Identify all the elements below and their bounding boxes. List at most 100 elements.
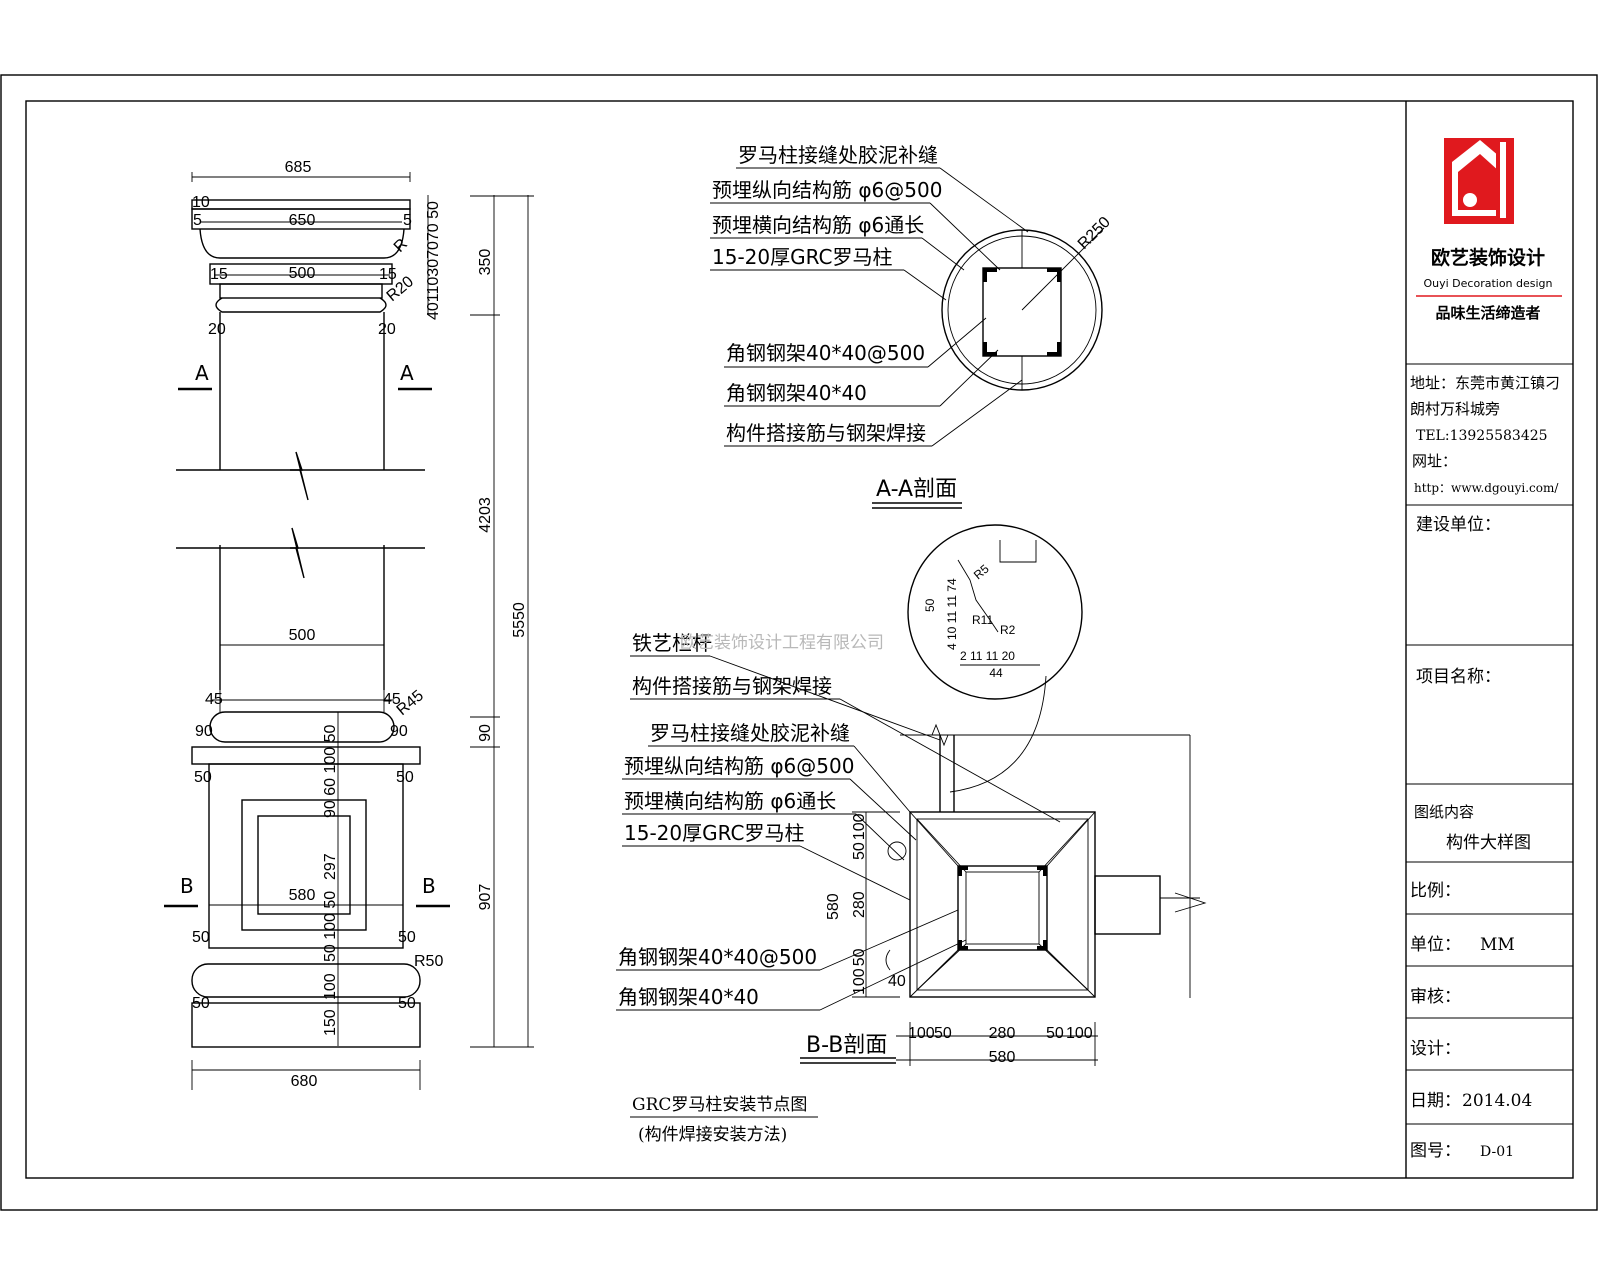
section-b-b: 50 4 10 11 11 74 R5 R11 R2 2 11 11 20 44 — [616, 524, 1207, 1066]
bb-label-5: 预埋横向结构筋 φ6通长 — [624, 789, 836, 813]
bb-label-2: 构件搭接筋与钢架焊接 — [632, 674, 832, 698]
outer-border — [0, 74, 1598, 1211]
detail-44: 44 — [989, 666, 1003, 680]
dim-5b: 5 — [403, 212, 412, 229]
section-b-right: B — [422, 874, 436, 898]
project-label: 项目名称： — [1416, 667, 1501, 687]
content-value: 构件大样图 — [1446, 833, 1531, 853]
sheet-label: 图号： — [1410, 1141, 1461, 1161]
dim-50a: 50 — [194, 769, 212, 786]
unit-label: 单位： — [1410, 935, 1461, 955]
dim-5550: 5550 — [511, 602, 528, 638]
bb-dim-40: 40 — [888, 973, 906, 990]
bb-dim-280v: 280 — [851, 891, 868, 918]
dim-680: 680 — [291, 1073, 318, 1090]
dim-5a: 5 — [193, 212, 202, 229]
company-logo — [1444, 138, 1514, 224]
dim-4203: 4203 — [477, 497, 494, 533]
website-label: 网址： — [1412, 452, 1457, 470]
section-a-right: A — [400, 361, 414, 385]
bb-dim-580h: 580 — [989, 1049, 1016, 1066]
section-b-left: B — [180, 874, 194, 898]
aa-label-7: 构件搭接筋与钢架焊接 — [726, 421, 926, 445]
dim-15b: 15 — [379, 266, 397, 283]
dim-45b: 45 — [383, 691, 401, 708]
aa-label-2: 预埋纵向结构筋 φ6@500 — [712, 178, 942, 202]
unit-value: MM — [1480, 935, 1515, 955]
bb-label-4: 预埋纵向结构筋 φ6@500 — [624, 754, 854, 778]
watermark: 欧艺装饰设计工程有限公司 — [680, 633, 884, 653]
website-url: http：www.dgouyi.com/ — [1414, 481, 1559, 495]
dim-580-base: 580 — [289, 887, 316, 904]
aa-label-1: 罗马柱接缝处胶泥补缝 — [738, 143, 938, 167]
radius-r250: R250 — [1075, 214, 1114, 253]
dim-45a: 45 — [205, 691, 223, 708]
dim-15a: 15 — [210, 266, 228, 283]
sheet-number: D-01 — [1480, 1144, 1514, 1160]
aa-title: A-A剖面 — [876, 477, 957, 502]
radius-r50: R50 — [414, 953, 443, 970]
aa-label-4: 15-20厚GRC罗马柱 — [712, 245, 892, 269]
dim-20b: 20 — [378, 321, 396, 338]
bb-dim-280h: 280 — [989, 1025, 1016, 1042]
bb-label-7: 角钢钢架40*40@500 — [618, 945, 817, 969]
dim-stack-base-mid: 50 100 50 — [322, 891, 339, 962]
dim-150: 150 — [322, 1009, 339, 1036]
radius-r: R — [391, 236, 411, 256]
dim-650: 650 — [289, 212, 316, 229]
section-a-a: R250 罗马柱接缝处胶泥补缝 预埋纵向结构筋 φ6@500 预埋横向结构筋 φ… — [710, 143, 1114, 509]
caption-line-1: GRC罗马柱安装节点图 — [632, 1095, 807, 1115]
bb-dim-580v: 580 — [825, 893, 842, 920]
inner-border — [25, 100, 1574, 1179]
column-elevation: 685 650 10 5 5 500 15 15 20 20 R R20 401… — [164, 159, 534, 1090]
bb-title: B-B剖面 — [806, 1033, 887, 1058]
aa-label-5: 角钢钢架40*40@500 — [726, 341, 925, 365]
design-label: 设计： — [1410, 1039, 1461, 1059]
dim-90-right: 90 — [477, 724, 494, 742]
address-line-2: 朗村万科城旁 — [1410, 400, 1500, 418]
detail-row: 2 11 11 20 — [960, 649, 1015, 663]
bb-dim-100a: 100 — [908, 1025, 935, 1042]
dim-stack-base-top: 90 60 100 50 — [322, 724, 339, 818]
address-line-1: 地址：东莞市黄江镇刁 — [1410, 374, 1560, 392]
scale-label: 比例： — [1410, 881, 1461, 901]
title-block: 欧艺装饰设计 Ouyi Decoration design 品味生活缔造者 地址… — [1405, 101, 1573, 1178]
dim-500-top: 500 — [289, 265, 316, 282]
date-label: 日期： — [1410, 1091, 1461, 1111]
bb-label-1: 铁艺栏杆 — [632, 631, 712, 655]
content-label: 图纸内容 — [1414, 803, 1474, 821]
dim-stack-top: 40110307070 50 — [425, 201, 442, 320]
detail-50: 50 — [923, 598, 937, 612]
section-a-left: A — [195, 361, 209, 385]
bb-dim-100b: 100 — [1066, 1025, 1093, 1042]
dim-350: 350 — [477, 249, 494, 276]
aa-label-6: 角钢钢架40*40 — [726, 381, 867, 405]
dim-685: 685 — [285, 159, 312, 176]
company-name: 欧艺装饰设计 — [1431, 246, 1545, 269]
dim-100-base: 100 — [322, 973, 339, 1000]
detail-r2: R2 — [1000, 623, 1016, 637]
aa-label-3: 预埋横向结构筋 φ6通长 — [712, 213, 924, 237]
dim-90a: 90 — [195, 723, 213, 740]
dim-500-shaft: 500 — [289, 627, 316, 644]
bb-label-3: 罗马柱接缝处胶泥补缝 — [650, 721, 850, 745]
dim-907: 907 — [477, 884, 494, 911]
date-value: 2014.04 — [1462, 1091, 1532, 1111]
review-label: 审核： — [1410, 987, 1461, 1007]
dim-20a: 20 — [208, 321, 226, 338]
detail-r5: R5 — [971, 562, 992, 583]
detail-stack: 4 10 11 11 74 — [945, 578, 959, 650]
bb-dim-100-50: 10050 — [851, 948, 868, 995]
dim-50b: 50 — [396, 769, 414, 786]
bb-dim-50a: 50 — [934, 1025, 952, 1042]
company-slogan: 品味生活缔造者 — [1435, 304, 1540, 322]
detail-r11: R11 — [972, 613, 993, 627]
bb-label-6: 15-20厚GRC罗马柱 — [624, 821, 804, 845]
bb-label-8: 角钢钢架40*40 — [618, 985, 759, 1009]
caption-line-2: (构件焊接安装方法) — [638, 1125, 787, 1145]
dim-50d: 50 — [398, 929, 416, 946]
telephone: TEL:13925583425 — [1416, 428, 1548, 444]
bb-dim-50b: 50 — [1046, 1025, 1064, 1042]
dim-10: 10 — [192, 194, 210, 211]
